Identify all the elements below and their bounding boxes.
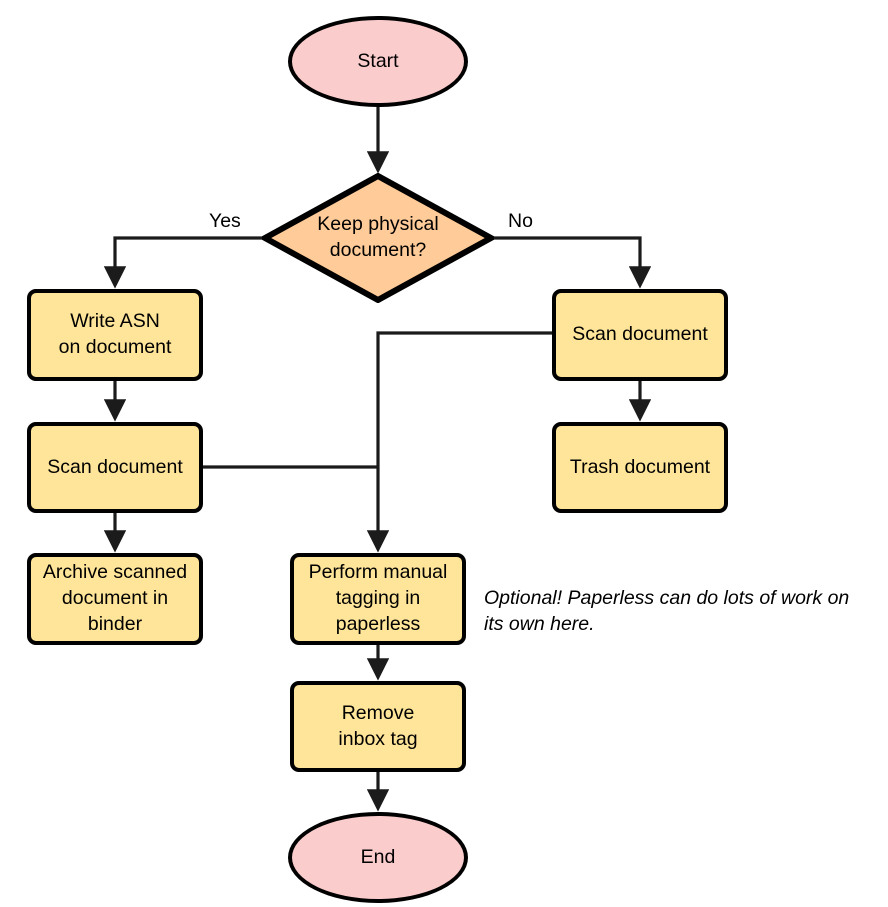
node-remove-inbox-tag-label: Remove inbox tag <box>338 701 418 750</box>
node-scan-document-left[interactable]: Scan document <box>27 422 203 513</box>
node-end-label: End <box>360 845 396 868</box>
node-archive-scanned-document-in-binder-label: Archive scanned document in binder <box>42 561 188 635</box>
node-scan-document-right[interactable]: Scan document <box>552 289 728 381</box>
node-scan-document-left-label: Scan document <box>47 455 183 478</box>
node-archive-scanned-document-in-binder[interactable]: Archive scanned document in binder <box>27 553 203 645</box>
node-trash-document-label: Trash document <box>569 455 711 478</box>
edge-label-yes: Yes <box>209 210 241 232</box>
node-write-asn-on-document-label: Write ASN on document <box>58 310 172 358</box>
edge-decision-to-scan-right <box>494 236 652 289</box>
node-write-asn-on-document[interactable]: Write ASN on document <box>27 289 203 381</box>
node-perform-manual-tagging-in-paperless[interactable]: Perform manual tagging in paperless <box>290 553 466 645</box>
decision-diamond-shape <box>262 173 494 303</box>
node-remove-inbox-tag[interactable]: Remove inbox tag <box>290 681 466 772</box>
node-keep-physical-document-label: Keep physical document? <box>317 213 439 261</box>
edge-scan-right-to-manual-tagging <box>366 331 552 553</box>
node-scan-document-right-label: Scan document <box>572 323 708 346</box>
edge-decision-to-write-asn <box>103 236 262 289</box>
optional-note: Optional! Paperless can do lots of work … <box>484 587 850 636</box>
node-start[interactable]: Start <box>288 16 468 107</box>
node-trash-document[interactable]: Trash document <box>552 422 728 513</box>
node-end[interactable]: End <box>288 812 468 903</box>
edge-label-no: No <box>508 210 533 232</box>
node-start-label: Start <box>357 49 399 72</box>
node-keep-physical-document[interactable]: Keep physical document? <box>262 173 494 303</box>
node-perform-manual-tagging-in-paperless-label: Perform manual tagging in paperless <box>308 561 448 635</box>
